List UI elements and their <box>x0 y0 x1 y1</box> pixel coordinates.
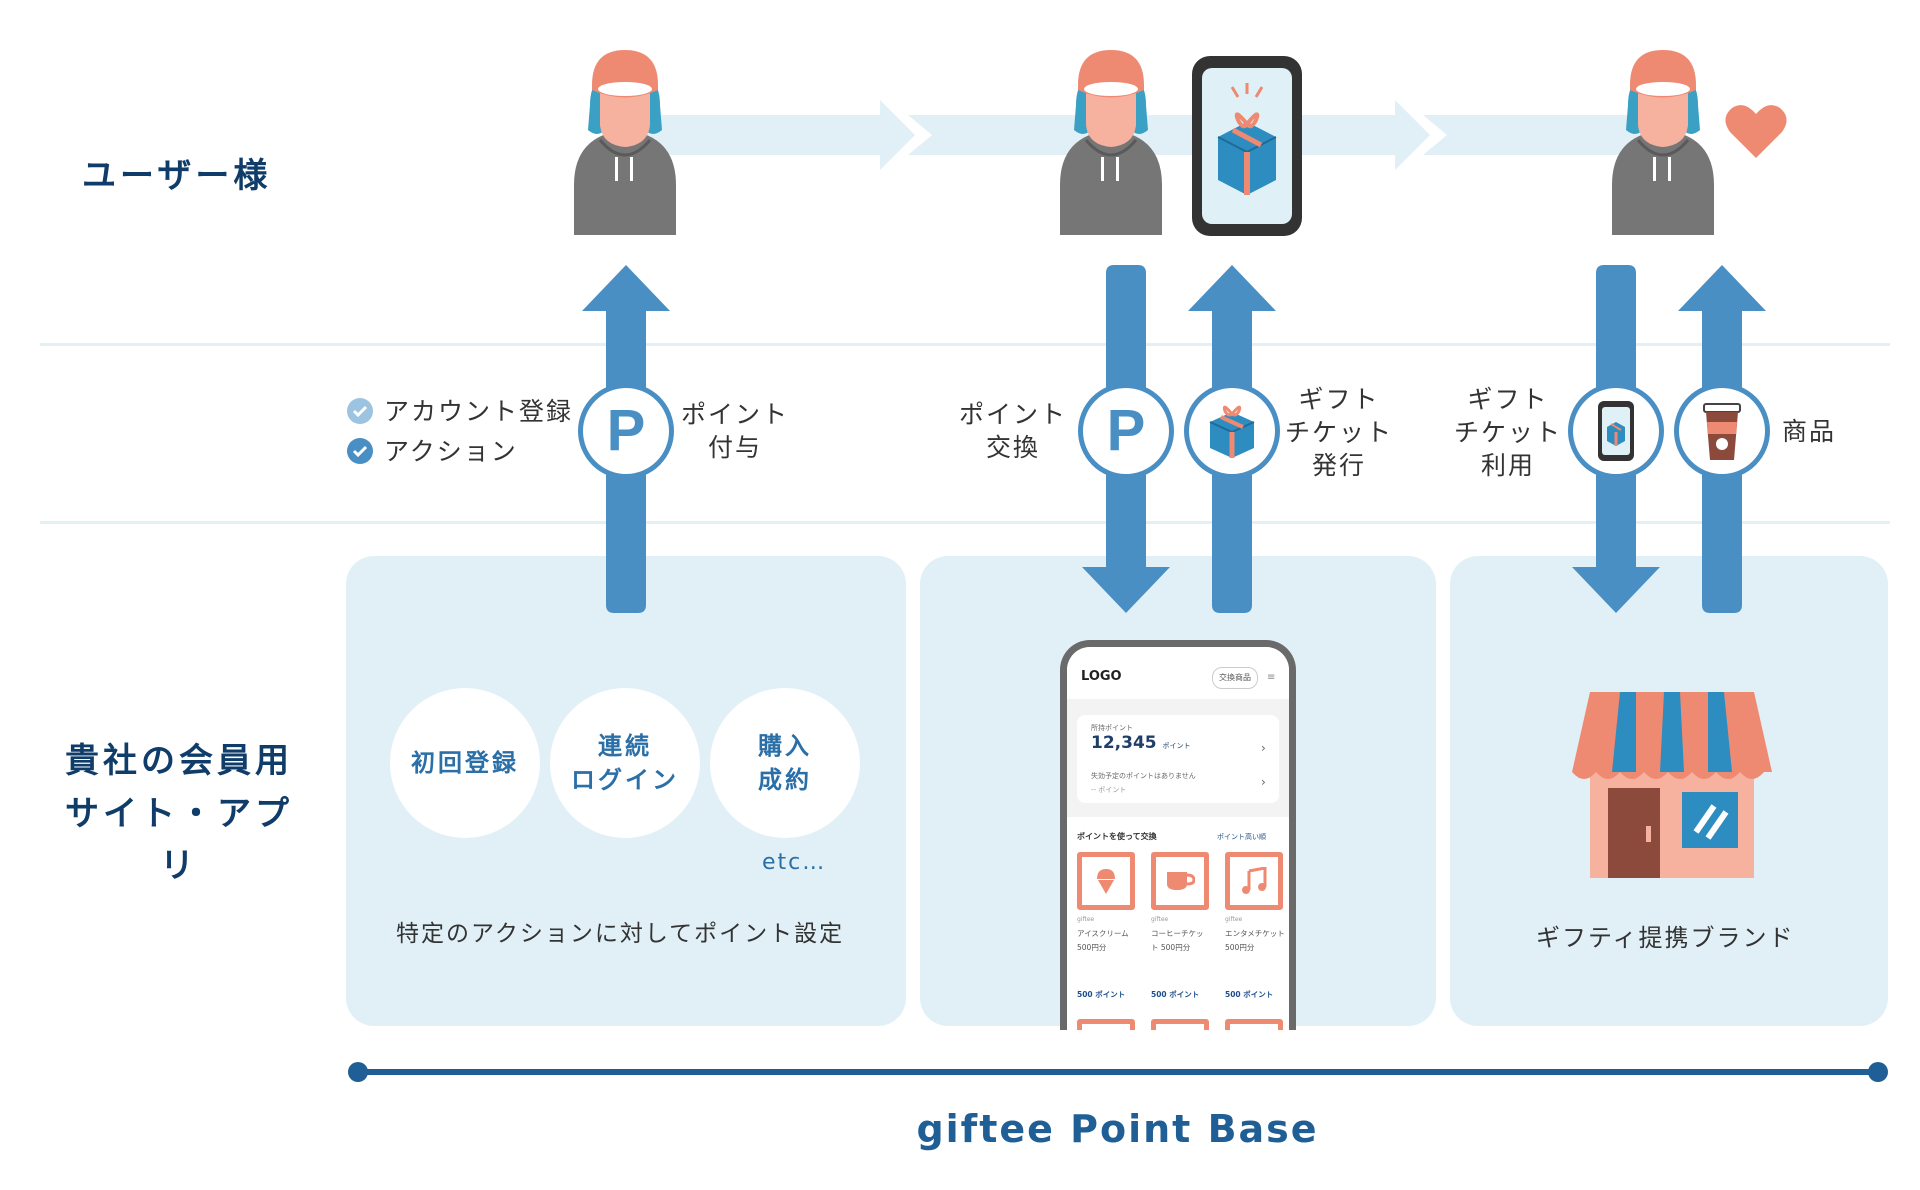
check-label-action: アクション <box>384 437 518 466</box>
heart-icon <box>1725 105 1787 158</box>
points-number: 12,345 <box>1091 733 1157 753</box>
exchange-items-button[interactable]: 交換商品 <box>1212 667 1258 689</box>
stage3-caption: ギフティ提携ブランド <box>1536 924 1795 952</box>
item-label: giftee エンタメチケット 500円分 <box>1225 913 1285 955</box>
item-name: 500円分 <box>1225 943 1255 952</box>
etc-label: etc… <box>762 850 827 875</box>
label-gift-use-line1: ギフト <box>1467 385 1549 414</box>
check-icon <box>347 398 373 424</box>
user-row-label: ユーザー様 <box>82 156 272 196</box>
flow-arrow-2 <box>908 100 1430 170</box>
flow-arrow-3 <box>1423 115 1680 155</box>
item-tile[interactable] <box>1151 852 1209 910</box>
gift-badge <box>1184 383 1280 479</box>
item-name: アイスクリーム <box>1077 929 1129 938</box>
chevron-right-icon[interactable]: › <box>1261 741 1266 755</box>
points-value: 12,345 ポイント <box>1091 733 1191 753</box>
point-badge: P <box>1078 383 1174 479</box>
label-point-grant-line2: 付与 <box>707 433 762 462</box>
stage1-caption: 特定のアクションに対してポイント設定 <box>396 921 845 947</box>
shop-icon <box>1572 692 1772 878</box>
action-label: 購入 <box>758 732 812 760</box>
timeline-start-dot <box>348 1062 368 1082</box>
label-point-exchange: ポイント 交換 <box>958 398 1068 464</box>
coffee-cup-icon <box>1703 403 1741 460</box>
ice-cream-icon <box>1097 869 1115 894</box>
label-gift-issue-line3: 発行 <box>1311 451 1366 480</box>
action-circle-purchase: 購入 成約 <box>710 688 860 838</box>
item-brand: giftee <box>1225 916 1243 923</box>
point-badge: P <box>578 383 674 479</box>
item-name: エンタメチケット <box>1225 929 1285 938</box>
item-price: 500 ポイント <box>1225 990 1274 999</box>
separator-top <box>40 343 1890 346</box>
action-label: 初回登録 <box>411 749 519 777</box>
item-tile[interactable] <box>1225 1019 1283 1030</box>
action-circle-consecutive-login: 連続 ログイン <box>550 688 700 838</box>
smartphone-icon <box>1598 401 1634 461</box>
coffee-badge <box>1674 383 1770 479</box>
music-note-icon <box>1242 867 1267 894</box>
item-brand: giftee <box>1151 916 1169 923</box>
action-label: ログイン <box>571 766 679 794</box>
gift-icon <box>1209 405 1255 458</box>
item-tile[interactable] <box>1077 852 1135 910</box>
action-label: 連続 <box>598 732 652 760</box>
expire-value: -- ポイント <box>1091 786 1127 794</box>
label-gift-use: ギフト チケット 利用 <box>1453 383 1563 482</box>
coffee-cup-icon <box>1167 872 1195 890</box>
site-row-label: 貴社の会員用 サイト・アプリ <box>54 735 304 893</box>
label-gift-issue-line2: チケット <box>1284 418 1393 447</box>
app-logo: LOGO <box>1081 669 1122 684</box>
sort-dropdown[interactable]: ポイント高い順 <box>1217 833 1266 841</box>
point-icon: P <box>606 398 646 463</box>
separator-bottom <box>40 521 1890 524</box>
footer-title: giftee Point Base <box>916 1107 1319 1151</box>
item-tile[interactable] <box>1151 1019 1209 1030</box>
section-title: ポイントを使って交換 <box>1077 832 1157 841</box>
item-name: コーヒーチケッ <box>1151 929 1204 938</box>
person-icon <box>574 50 676 235</box>
label-gift-use-line3: 利用 <box>1480 451 1535 480</box>
item-name: ト 500円分 <box>1151 943 1191 952</box>
points-card[interactable] <box>1077 715 1279 803</box>
owned-points-label: 所持ポイント <box>1091 724 1133 732</box>
point-icon: P <box>1106 398 1146 463</box>
person-icon <box>1060 50 1162 235</box>
site-row-label-line1: 貴社の会員用 <box>65 741 293 781</box>
action-circle-first-registration: 初回登録 <box>390 688 540 838</box>
item-price: 500 ポイント <box>1077 990 1126 999</box>
item-label: giftee アイスクリーム 500円分 <box>1077 913 1129 955</box>
person-icon <box>1612 50 1714 235</box>
item-brand: giftee <box>1077 916 1095 923</box>
site-row-label-line2: サイト・アプリ <box>65 793 293 887</box>
expire-note: 失効予定のポイントはありません <box>1091 772 1196 780</box>
item-name: 500円分 <box>1077 943 1107 952</box>
item-tile[interactable] <box>1077 1019 1135 1030</box>
action-label: 成約 <box>758 766 812 794</box>
label-product: 商品 <box>1782 417 1837 446</box>
check-icon <box>347 438 373 464</box>
flow-arrow-1 <box>640 100 915 170</box>
label-point-grant-line1: ポイント <box>680 400 789 429</box>
chevron-right-icon[interactable]: › <box>1261 775 1266 789</box>
label-gift-issue: ギフト チケット 発行 <box>1284 383 1394 482</box>
item-price: 500 ポイント <box>1151 990 1200 999</box>
points-unit: ポイント <box>1162 742 1191 750</box>
label-point-grant: ポイント 付与 <box>680 398 790 464</box>
item-tile[interactable] <box>1225 852 1283 910</box>
menu-icon[interactable]: ≡ <box>1267 672 1276 683</box>
label-point-exchange-line2: 交換 <box>985 433 1040 462</box>
check-label-account: アカウント登録 <box>384 397 574 426</box>
label-gift-issue-line1: ギフト <box>1298 385 1380 414</box>
smartphone-gift-icon <box>1192 56 1302 236</box>
timeline <box>348 1062 1888 1082</box>
timeline-end-dot <box>1868 1062 1888 1082</box>
item-label: giftee コーヒーチケッ ト 500円分 <box>1151 913 1204 955</box>
label-gift-use-line2: チケット <box>1453 418 1562 447</box>
phone-ticket-badge <box>1568 383 1664 479</box>
label-point-exchange-line1: ポイント <box>958 400 1067 429</box>
member-app-phone: LOGO 交換商品 ≡ 所持ポイント 12,345 ポイント › 失効予定のポイ… <box>1060 640 1296 1030</box>
